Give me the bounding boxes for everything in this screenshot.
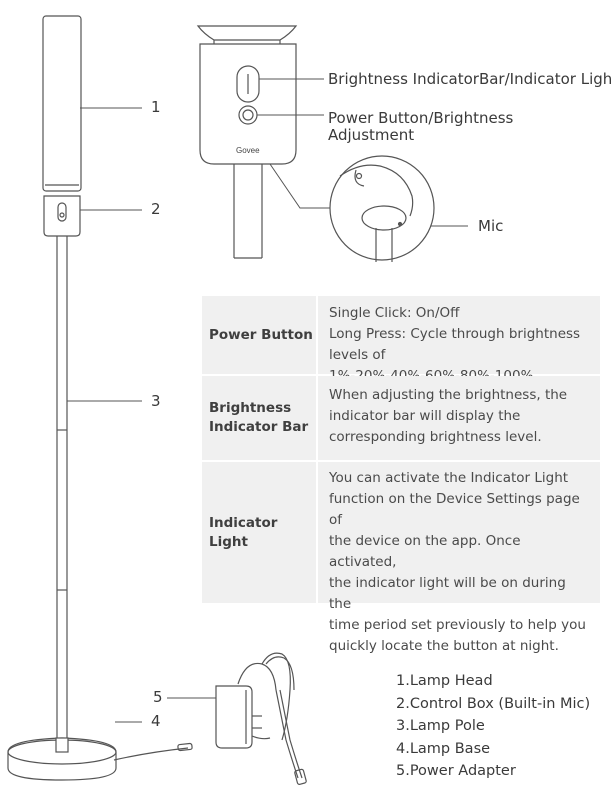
callout-number-1: 1 — [151, 98, 161, 116]
callout-number-4: 4 — [151, 712, 161, 730]
lamp-base — [7, 737, 117, 781]
mic-hole — [397, 221, 403, 227]
spec-row-indicator-light: Indicator Light You can activate the Ind… — [202, 462, 600, 654]
indicator-bar — [236, 65, 260, 103]
label-brightness-indicator: Brightness IndicatorBar/Indicator Light — [328, 70, 611, 88]
parts-list: 1.Lamp Head 2.Control Box (Built-in Mic)… — [396, 670, 590, 783]
control-box-detail — [199, 43, 297, 165]
callout-number-3: 3 — [151, 392, 161, 410]
label-power-button-line1: Power Button/Brightness — [328, 109, 514, 127]
brand-logo: Govee — [236, 146, 260, 155]
adapter-body — [215, 685, 253, 749]
spec-feature: Indicator Light — [202, 462, 318, 603]
power-adapter-drawing — [215, 652, 307, 785]
label-power-button-line2: Adjustment — [328, 126, 415, 144]
control-box — [43, 195, 81, 237]
parts-list-item: 3.Lamp Pole — [396, 718, 485, 734]
callout-number-2: 2 — [151, 200, 161, 218]
parts-list-item: 4.Lamp Base — [396, 740, 491, 757]
floor-lamp-drawing — [7, 15, 193, 781]
parts-list-item: 2.Control Box (Built-in Mic) — [396, 695, 591, 712]
callout-number-5: 5 — [153, 688, 163, 706]
lamp-head — [42, 15, 82, 192]
spec-row-brightness-indicator: Brightness Indicator Bar When adjusting … — [202, 376, 600, 460]
spec-row-power-button: Power Button Single Click: On/Off Long P… — [202, 296, 600, 384]
spec-description: Single Click: On/Off Long Press: Cycle t… — [329, 305, 581, 384]
mic-magnifier — [329, 155, 435, 262]
spec-feature: Power Button — [202, 296, 318, 374]
label-mic: Mic — [478, 217, 504, 235]
spec-feature: Brightness Indicator Bar — [202, 376, 318, 460]
parts-list-item: 1.Lamp Head — [396, 673, 493, 689]
spec-description: You can activate the Indicator Light fun… — [329, 470, 586, 654]
parts-list-item: 5.Power Adapter — [396, 763, 516, 779]
head-detail-drawing — [196, 25, 298, 259]
spec-description: When adjusting the brightness, the indic… — [329, 387, 568, 445]
